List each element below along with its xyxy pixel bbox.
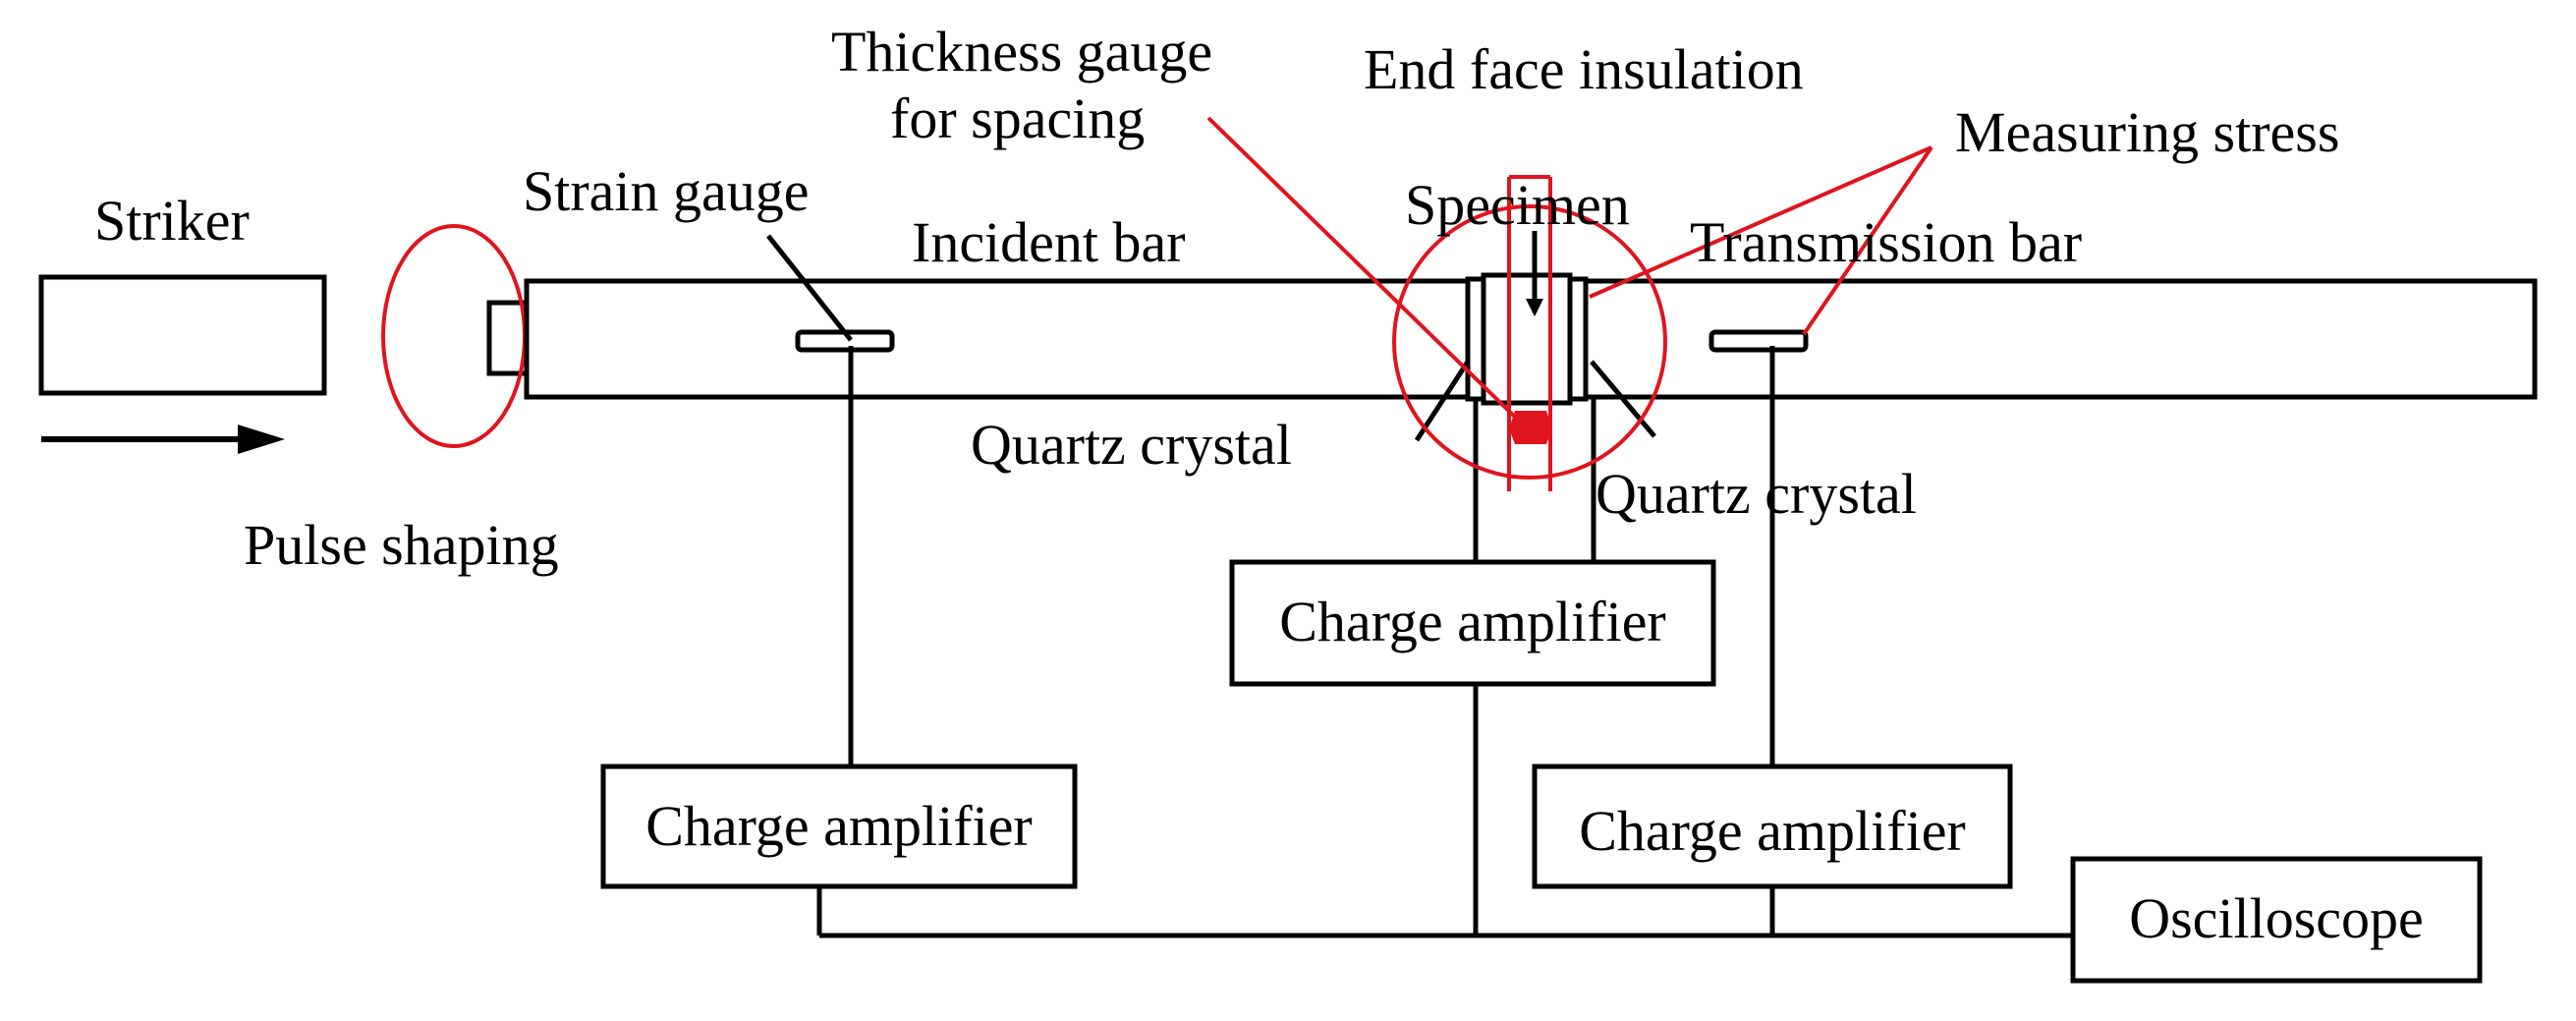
impact-direction-arrow-icon [41,425,285,454]
quartz-crystal-right-block [1567,276,1589,402]
strain-gauge-transmission [1708,329,1809,353]
specimen-block [1481,272,1573,406]
striker-block [38,274,327,396]
charge-amplifier-left-label: Charge amplifier [645,794,1033,858]
thickness-gauge-label-line1: Thickness gauge [831,20,1212,84]
charge-amplifier-right-label: Charge amplifier [1579,799,1966,863]
oscilloscope-label: Oscilloscope [2129,886,2424,950]
strain-gauge-label: Strain gauge [523,159,810,223]
incident-bar [524,278,1471,400]
thickness-gauge-label-line2: for spacing [890,86,1145,150]
charge-amplifier-center-box [1229,559,1716,687]
specimen-label: Specimen [1405,173,1630,237]
incident-bar-label: Incident bar [912,210,1186,274]
charge-amplifier-center-label: Charge amplifier [1279,590,1666,653]
pulse-shaping-label: Pulse shaping [244,513,559,577]
signal-wiring [816,346,2073,938]
charge-amplifier-right-box [1532,764,2013,889]
quartz-crystal-left-label: Quartz crystal [971,413,1292,477]
red-annotations [1206,116,1933,491]
charge-amplifier-left-box [600,764,1078,889]
transmission-bar-label: Transmission bar [1690,210,2082,274]
measuring-stress-label: Measuring stress [1955,100,2339,164]
striker-label: Striker [94,189,250,253]
end-face-insulation-label: End face insulation [1364,37,1804,101]
oscilloscope-box [2070,856,2483,984]
quartz-crystal-right-label: Quartz crystal [1596,462,1917,526]
thickness-gauge-marker [1509,411,1552,444]
